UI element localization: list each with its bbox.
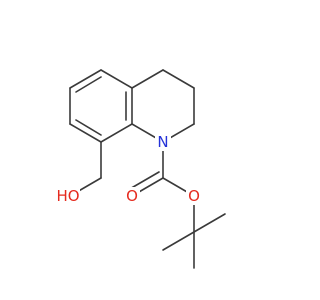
piperidine-ring <box>131 69 195 143</box>
bond-c4-c3 <box>162 69 195 89</box>
bond-c5-c6-double <box>75 76 102 93</box>
bond-cq-methyl-left <box>162 231 195 251</box>
hydroxyl-oxygen-label: HO <box>56 187 79 205</box>
bond-c4a-c4 <box>131 69 164 89</box>
atom-labels: HO N O O <box>56 133 202 206</box>
ester-oxygen-label: O <box>188 187 200 205</box>
bond-cq-methyl-right <box>193 213 226 233</box>
bond-c8-c8a <box>100 123 133 143</box>
carbonyl-oxygen-label: O <box>126 187 138 205</box>
bond-c5-c6 <box>69 69 102 89</box>
benzene-ring <box>69 69 133 143</box>
boc-group <box>127 141 226 269</box>
bond-c7-c8 <box>69 123 102 143</box>
bond-c7-c8-double <box>75 119 102 136</box>
molecule-structure: HO N O O <box>56 69 226 269</box>
bond-c4a-c5 <box>100 69 133 89</box>
ring-nitrogen-label: N <box>157 133 168 151</box>
